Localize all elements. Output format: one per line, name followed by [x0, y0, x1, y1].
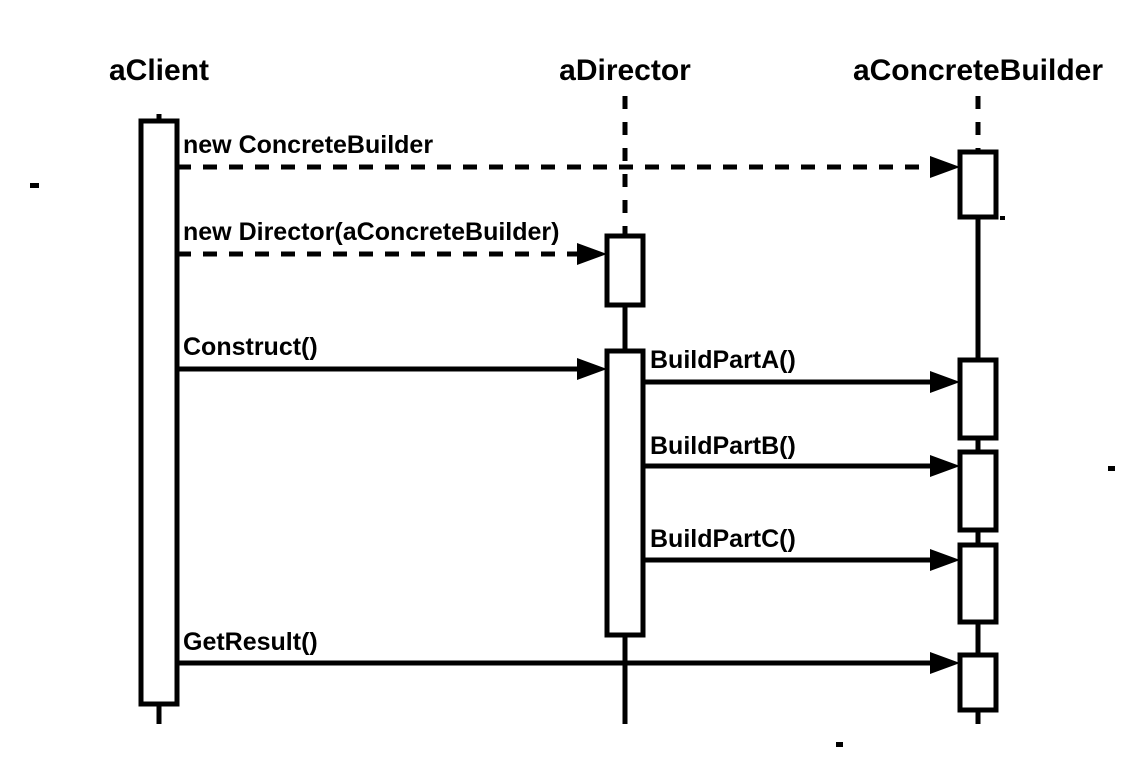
scan-artifact-3 [1000, 216, 1005, 220]
message-arrowhead-get-result [930, 652, 960, 674]
message-label-build-part-a: BuildPartA() [650, 346, 796, 374]
message-label-build-part-b: BuildPartB() [650, 432, 796, 460]
message-get-result: GetResult() [177, 628, 960, 674]
message-label-get-result: GetResult() [183, 628, 318, 656]
message-new-concrete-builder: new ConcreteBuilder [177, 131, 960, 178]
message-new-director: new Director(aConcreteBuilder) [177, 218, 607, 265]
message-label-new-director: new Director(aConcreteBuilder) [183, 218, 559, 246]
message-arrowhead-build-part-b [930, 455, 960, 477]
scan-artifact-1 [1108, 466, 1115, 471]
activation-bar-client-0 [138, 118, 180, 707]
activation-bar-builder-2 [957, 449, 999, 533]
scan-artifact-2 [836, 742, 843, 747]
message-arrowhead-new-concrete-builder [930, 156, 960, 178]
message-build-part-c: BuildPartC() [643, 525, 960, 571]
lifelines-layer: aClient aDirector aConcreteBuilder [109, 54, 1103, 724]
lifeline-client: aClient [109, 54, 209, 724]
activation-bar-director-0 [604, 233, 646, 308]
scan-artifacts-layer [30, 183, 1115, 747]
message-label-construct: Construct() [183, 333, 318, 361]
messages-layer: new ConcreteBuilder new Director(aConcret… [177, 131, 960, 674]
message-build-part-a: BuildPartA() [643, 346, 960, 393]
message-build-part-b: BuildPartB() [643, 432, 960, 477]
message-construct: Construct() [177, 333, 607, 380]
message-arrowhead-build-part-c [930, 549, 960, 571]
lifeline-label-director: aDirector [559, 54, 691, 87]
lifeline-label-client: aClient [109, 54, 209, 87]
message-arrowhead-build-part-a [930, 371, 960, 393]
activation-bar-builder-1 [957, 357, 999, 441]
message-label-build-part-c: BuildPartC() [650, 525, 796, 553]
activation-bar-builder-4 [957, 652, 999, 713]
activation-bar-builder-0 [957, 149, 999, 220]
activation-bar-builder-3 [957, 542, 999, 625]
activation-bar-director-1 [604, 348, 646, 638]
message-arrowhead-construct [577, 358, 607, 380]
lifeline-builder: aConcreteBuilder [853, 54, 1103, 724]
lifeline-director: aDirector [559, 54, 691, 724]
scan-artifact-0 [30, 183, 39, 188]
lifeline-label-builder: aConcreteBuilder [853, 54, 1103, 87]
message-label-new-concrete-builder: new ConcreteBuilder [183, 131, 433, 159]
message-arrowhead-new-director [577, 243, 607, 265]
